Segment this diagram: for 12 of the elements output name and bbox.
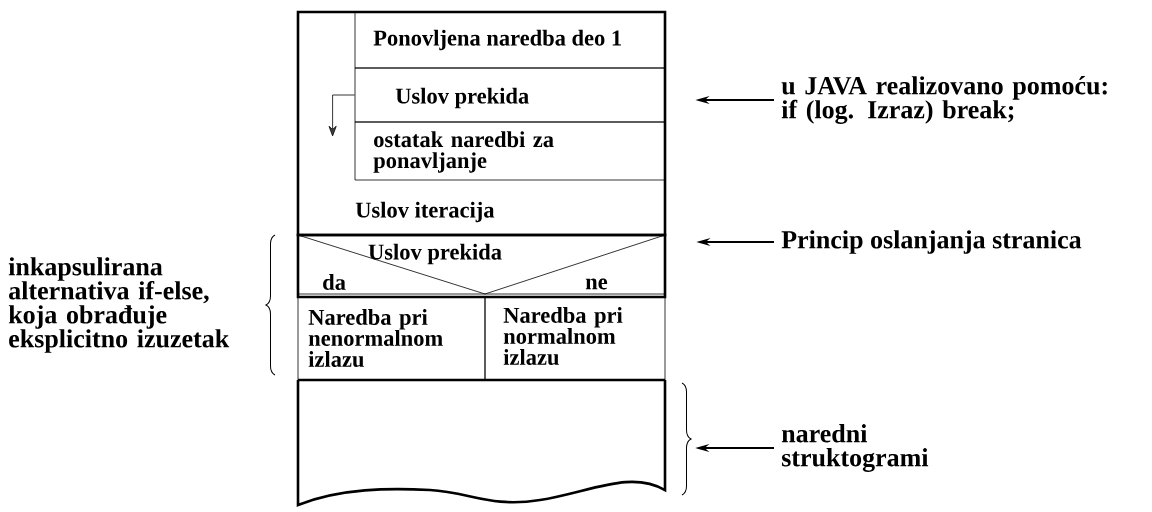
structogram-continuation xyxy=(296,378,667,507)
statement-box: Naredba pri nenormalnom izlazu xyxy=(297,296,486,381)
statement-box: Ponovljena naredba deo 1 xyxy=(354,11,666,69)
statement-box: Naredba pri normalnom izlazu xyxy=(484,296,666,381)
annotation-text: Princip oslanjanja stranica xyxy=(781,230,1082,254)
break-arrow xyxy=(328,94,355,137)
statement-box: ostatak naredbi za ponavljanje xyxy=(354,121,666,181)
decision-block: Uslov prekida da ne xyxy=(296,233,667,299)
annotation-text: u JAVA realizovano pomoću: if (log. Izraz) break; xyxy=(781,76,1107,124)
condition-box: Uslov prekida xyxy=(354,67,666,123)
annotation-text: inkapsulirana alternativa if-else, koja obrađuje eksplicitno izuzetak xyxy=(8,257,230,353)
annotation-text: naredni struktogrami xyxy=(781,424,929,472)
